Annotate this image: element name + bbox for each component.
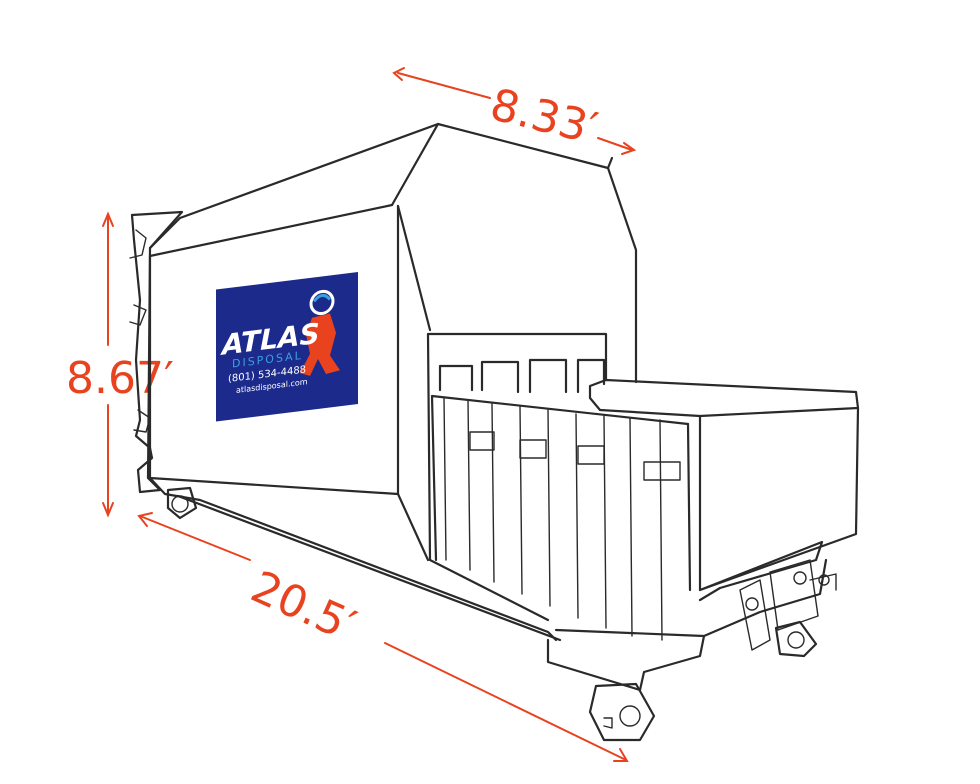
width-label: 8.33′ xyxy=(485,79,602,155)
side-wheel xyxy=(774,620,818,658)
rear-wheel xyxy=(166,486,198,520)
atlas-disposal-sign: ATLAS DISPOSAL (801) 534-4488 atlasdispo… xyxy=(216,272,358,422)
width-dimension: 8.33′ xyxy=(392,67,637,155)
length-label: 20.5′ xyxy=(244,561,363,652)
atlas-figure-icon xyxy=(300,313,340,376)
compactor-body xyxy=(129,122,860,692)
height-dimension: 8.67′ xyxy=(66,211,174,518)
front-wheel xyxy=(588,682,656,742)
globe-icon xyxy=(309,289,335,316)
height-label: 8.67′ xyxy=(66,353,174,404)
sign-background xyxy=(216,272,358,422)
